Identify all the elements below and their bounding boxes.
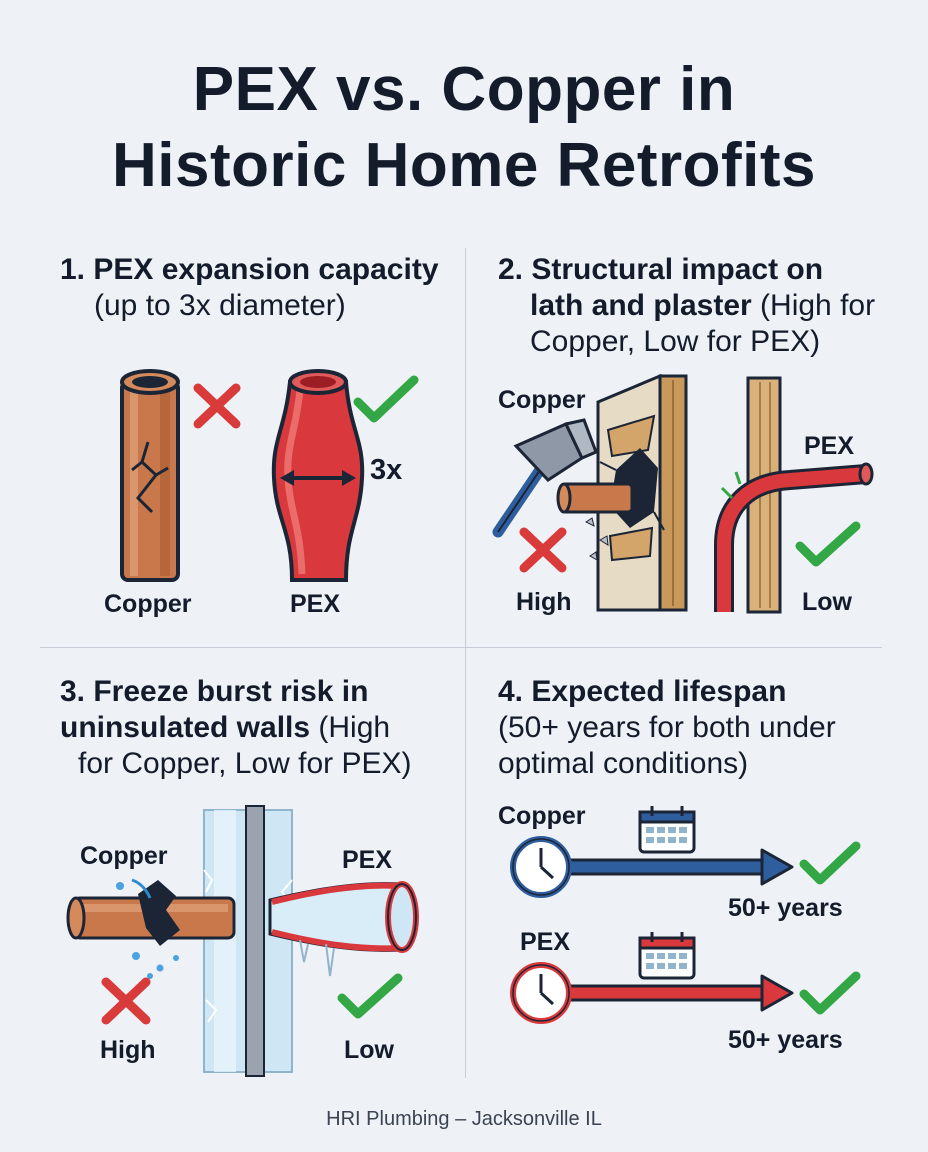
section-3-heading-line-3: for Copper, Low for PEX) [78, 747, 412, 780]
section-2-illustration [492, 373, 874, 614]
section-3-heading-line-2: uninsulated walls (High [60, 711, 391, 744]
pex-pipe-expanded-icon [271, 369, 365, 582]
vertical-divider [465, 248, 466, 1078]
section-2-heading-line-1: 2. Structural impact on [498, 253, 824, 286]
section-2-pex-result: Low [802, 588, 852, 616]
cross-icon [519, 527, 567, 573]
section-1-heading: 1. PEX expansion capacity (up to 3x diam… [60, 252, 439, 324]
section-2-heading: 2. Structural impact on lath and plaster… [498, 252, 875, 360]
hammer-icon [492, 418, 598, 538]
section-2-heading-line-3: Copper, Low for PEX) [530, 325, 821, 358]
copper-pipe-cracked-icon [120, 369, 180, 582]
copper-pipe-burst-icon [66, 878, 236, 979]
clock-icon [510, 836, 572, 898]
cross-icon [193, 383, 241, 429]
section-3-heading: 3. Freeze burst risk in uninsulated wall… [60, 674, 412, 782]
check-icon [795, 521, 861, 567]
page-title: PEX vs. Copper in Historic Home Retrofit… [0, 52, 928, 204]
section-4-heading-line-3: optimal conditions) [498, 747, 749, 780]
pex-pipe-curved-icon [714, 462, 874, 612]
section-3-copper-result: High [100, 1036, 156, 1064]
section-1-copper-label: Copper [104, 590, 192, 618]
check-icon [353, 375, 419, 423]
copper-timeline-arrow-icon [558, 848, 794, 886]
title-line-2: Historic Home Retrofits [112, 131, 816, 200]
section-2-heading-line-2: lath and plaster (High for [530, 289, 876, 322]
clock-icon [510, 962, 572, 1024]
cross-icon [101, 977, 151, 1025]
section-1-expansion-label: 3x [370, 454, 403, 486]
section-4-heading-line-1: 4. Expected lifespan [498, 675, 787, 708]
pex-pipe-flexed-icon [268, 881, 419, 977]
section-1-heading-line-1: 1. PEX expansion capacity [60, 253, 439, 286]
section-4-pex-label: PEX [520, 928, 571, 956]
section-2-copper-result: High [516, 588, 572, 616]
section-3-pex-result: Low [344, 1036, 394, 1064]
calendar-icon [638, 932, 696, 980]
title-line-1: PEX vs. Copper in [192, 55, 736, 124]
section-4-copper-result: 50+ years [728, 894, 843, 922]
section-4-heading: 4. Expected lifespan (50+ years for both… [498, 674, 836, 782]
copper-pipe-icon [556, 482, 634, 514]
check-icon [799, 841, 861, 885]
frozen-wall [203, 805, 293, 1077]
section-3-heading-line-1: 3. Freeze burst risk in [60, 675, 369, 708]
section-2-pex-label: PEX [804, 432, 855, 460]
section-3-pex-label: PEX [342, 846, 393, 874]
section-4-copper-label: Copper [498, 802, 586, 830]
section-1-illustration [120, 369, 419, 582]
check-icon [337, 973, 403, 1019]
pex-timeline-arrow-icon [560, 974, 794, 1012]
footer-credit: HRI Plumbing – Jacksonville IL [326, 1108, 602, 1130]
section-3-illustration [66, 805, 419, 1077]
check-icon [799, 971, 861, 1015]
section-2-copper-label: Copper [498, 386, 586, 414]
section-3-copper-label: Copper [80, 842, 168, 870]
section-1-pex-label: PEX [290, 590, 341, 618]
horizontal-divider [40, 647, 882, 648]
section-4-heading-line-2: (50+ years for both under [498, 711, 836, 744]
section-4-pex-result: 50+ years [728, 1026, 843, 1054]
calendar-icon [638, 806, 696, 854]
section-1-heading-line-2: (up to 3x diameter) [94, 289, 346, 322]
